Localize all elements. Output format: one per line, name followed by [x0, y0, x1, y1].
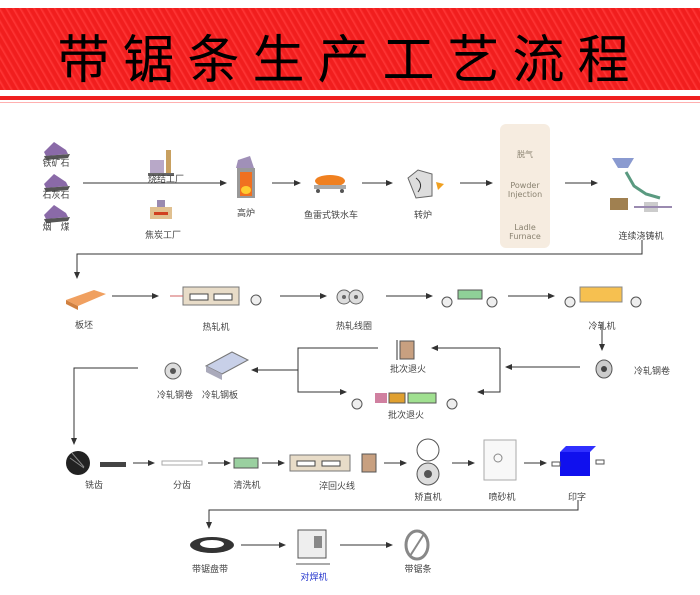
label-blast-furnace: 高炉 — [236, 209, 256, 219]
label-iron-ore: 铁矿石 — [42, 159, 70, 169]
label-hot-coil: 热轧线圈 — [335, 322, 373, 332]
label-limestone: 石灰石 — [42, 191, 70, 201]
arrow-anneal-merge — [297, 347, 378, 393]
label-cold-sheet: 冷轧钢板 — [201, 391, 239, 401]
ore-pile-icon — [44, 142, 70, 160]
label-band-saw: 带锯条 — [404, 565, 432, 575]
label-washer: 清洗机 — [233, 481, 261, 491]
label-coil-band: 带锯盘带 — [191, 565, 229, 575]
divider-line — [0, 102, 700, 103]
sandblaster-icon — [483, 439, 517, 481]
ladle-label-1: Ladle — [514, 223, 536, 232]
cold-rolling-mill-icon — [564, 286, 642, 308]
powder-label-2: Injection — [507, 190, 543, 199]
coke-plant-icon — [150, 200, 172, 219]
label-batch-anneal-bottom: 批次退火 — [387, 411, 425, 421]
band-saw-blade-icon — [404, 529, 430, 561]
label-continuous-caster: 连续浇铸机 — [618, 232, 664, 242]
label-cold-coil-left: 冷轧钢卷 — [156, 391, 194, 401]
ladle-label-2: Furnace — [509, 232, 541, 241]
label-milling: 铣齿 — [84, 481, 104, 491]
continuous-annealing-line-icon — [351, 392, 458, 410]
label-tooth-setting: 分齿 — [172, 481, 192, 491]
arrow-sheet-to-milling — [71, 367, 138, 445]
label-batch-anneal-top: 批次退火 — [389, 365, 427, 375]
page-title: 带锯条生产工艺流程 — [57, 31, 643, 91]
washer-icon — [233, 457, 259, 469]
tooth-setting-icon — [161, 460, 203, 466]
band-coil-icon — [190, 537, 234, 553]
label-coking-plant: 焦炭工厂 — [144, 231, 182, 241]
cold-coil-icon — [595, 359, 613, 379]
divider-stripe — [0, 96, 700, 100]
label-printing: 印字 — [567, 493, 587, 503]
sinter-plant-icon — [148, 150, 174, 176]
limestone-pile-icon — [44, 174, 70, 192]
degassing-label: 脱气 — [517, 150, 533, 159]
milling-cutter-icon — [66, 451, 126, 475]
hot-rolling-mill-icon — [170, 286, 262, 306]
butt-welder-icon — [296, 529, 330, 565]
label-torpedo-car: 鱼雷式铁水车 — [303, 211, 359, 221]
straightener-icon — [416, 438, 440, 486]
cold-coil-left-icon — [164, 362, 182, 380]
label-coal: 烟 煤 — [42, 223, 70, 233]
label-slab: 板坯 — [74, 321, 94, 331]
slab-icon — [66, 290, 106, 310]
blast-furnace-icon — [236, 156, 255, 198]
quench-temper-line-icon — [289, 453, 377, 473]
label-straightener: 矫直机 — [414, 493, 442, 503]
converter-icon — [407, 169, 444, 199]
arrow-print-to-coilband — [206, 500, 579, 529]
label-sandblaster: 喷砂机 — [488, 493, 516, 503]
printing-machine-icon — [551, 446, 605, 476]
label-converter: 转炉 — [413, 211, 433, 221]
label-butt-welder: 对焊机 — [300, 573, 328, 583]
hot-coil-icon — [336, 289, 364, 305]
label-sinter-plant: 烧结工厂 — [147, 175, 185, 185]
refining-panel — [500, 124, 550, 248]
cold-sheet-stack-icon — [204, 351, 250, 380]
pickling-line-icon — [441, 289, 498, 308]
coal-pile-icon — [44, 205, 70, 223]
title-banner: 带锯条生产工艺流程 — [0, 8, 700, 91]
powder-label-1: Powder — [510, 181, 540, 190]
arrow-caster-to-slab — [74, 240, 643, 279]
label-cold-coil-right: 冷轧钢卷 — [633, 367, 671, 377]
label-hot-mill: 热轧机 — [202, 323, 230, 333]
label-cold-mill: 冷轧机 — [588, 322, 616, 332]
label-quench-temper: 淬回火线 — [318, 482, 356, 492]
torpedo-car-icon — [314, 175, 346, 193]
batch-annealing-furnace-icon — [396, 340, 415, 360]
continuous-caster-icon — [610, 158, 672, 212]
